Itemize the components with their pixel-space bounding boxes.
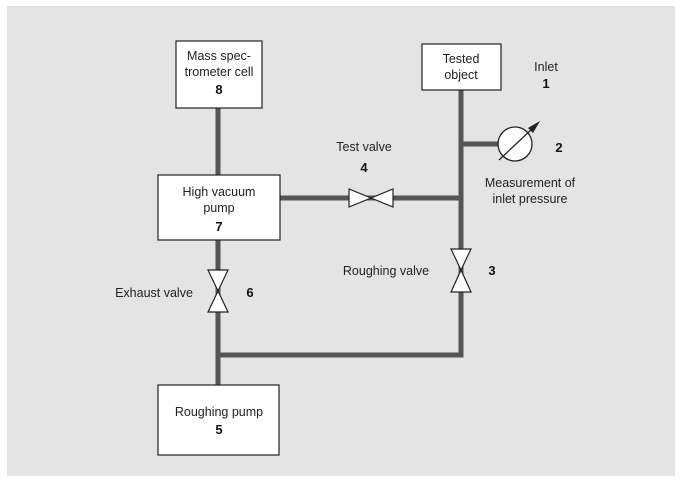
diagram-panel (7, 6, 675, 476)
test-valve-label: Test valve (336, 140, 392, 154)
exhaust-valve-icon (207, 269, 229, 313)
tested-object-box: Tested object (421, 43, 502, 91)
roughing-pump-box: Roughing pump 5 (157, 384, 280, 456)
roughing-pump-number: 5 (215, 422, 222, 437)
mass-spec-rect (175, 40, 263, 109)
roughing-valve-number: 3 (488, 263, 495, 278)
hv-pump-label-2: pump (203, 201, 234, 215)
inlet-label: Inlet (534, 60, 558, 74)
mass-spec-number: 8 (215, 82, 222, 97)
gauge-label-1: Measurement of (485, 176, 576, 190)
roughing-valve-label: Roughing valve (343, 264, 429, 278)
roughing-pump-rect (157, 384, 280, 456)
tested-object-label-2: object (444, 68, 478, 82)
gauge-number: 2 (555, 140, 562, 155)
exhaust-valve-label: Exhaust valve (115, 286, 193, 300)
tested-object-rect (421, 43, 502, 91)
mass-spec-label-1: Mass spec- (187, 49, 251, 63)
roughing-pump-label: Roughing pump (175, 405, 263, 419)
mass-spec-box: Mass spec- trometer cell 8 (175, 40, 263, 109)
hv-pump-box: High vacuum pump 7 (157, 174, 281, 241)
roughing-valve-icon (450, 248, 472, 293)
test-valve-icon (348, 188, 394, 208)
hv-pump-number: 7 (215, 219, 222, 234)
exhaust-valve-number: 6 (246, 285, 253, 300)
test-valve-number: 4 (360, 160, 368, 175)
hv-pump-rect (157, 174, 281, 241)
tested-object-label-1: Tested (443, 52, 480, 66)
gauge-label-2: inlet pressure (492, 192, 567, 206)
hv-pump-label-1: High vacuum (183, 185, 256, 199)
pressure-gauge-icon (497, 121, 540, 162)
mass-spec-label-2: trometer cell (185, 65, 254, 79)
inlet-number: 1 (542, 76, 549, 91)
